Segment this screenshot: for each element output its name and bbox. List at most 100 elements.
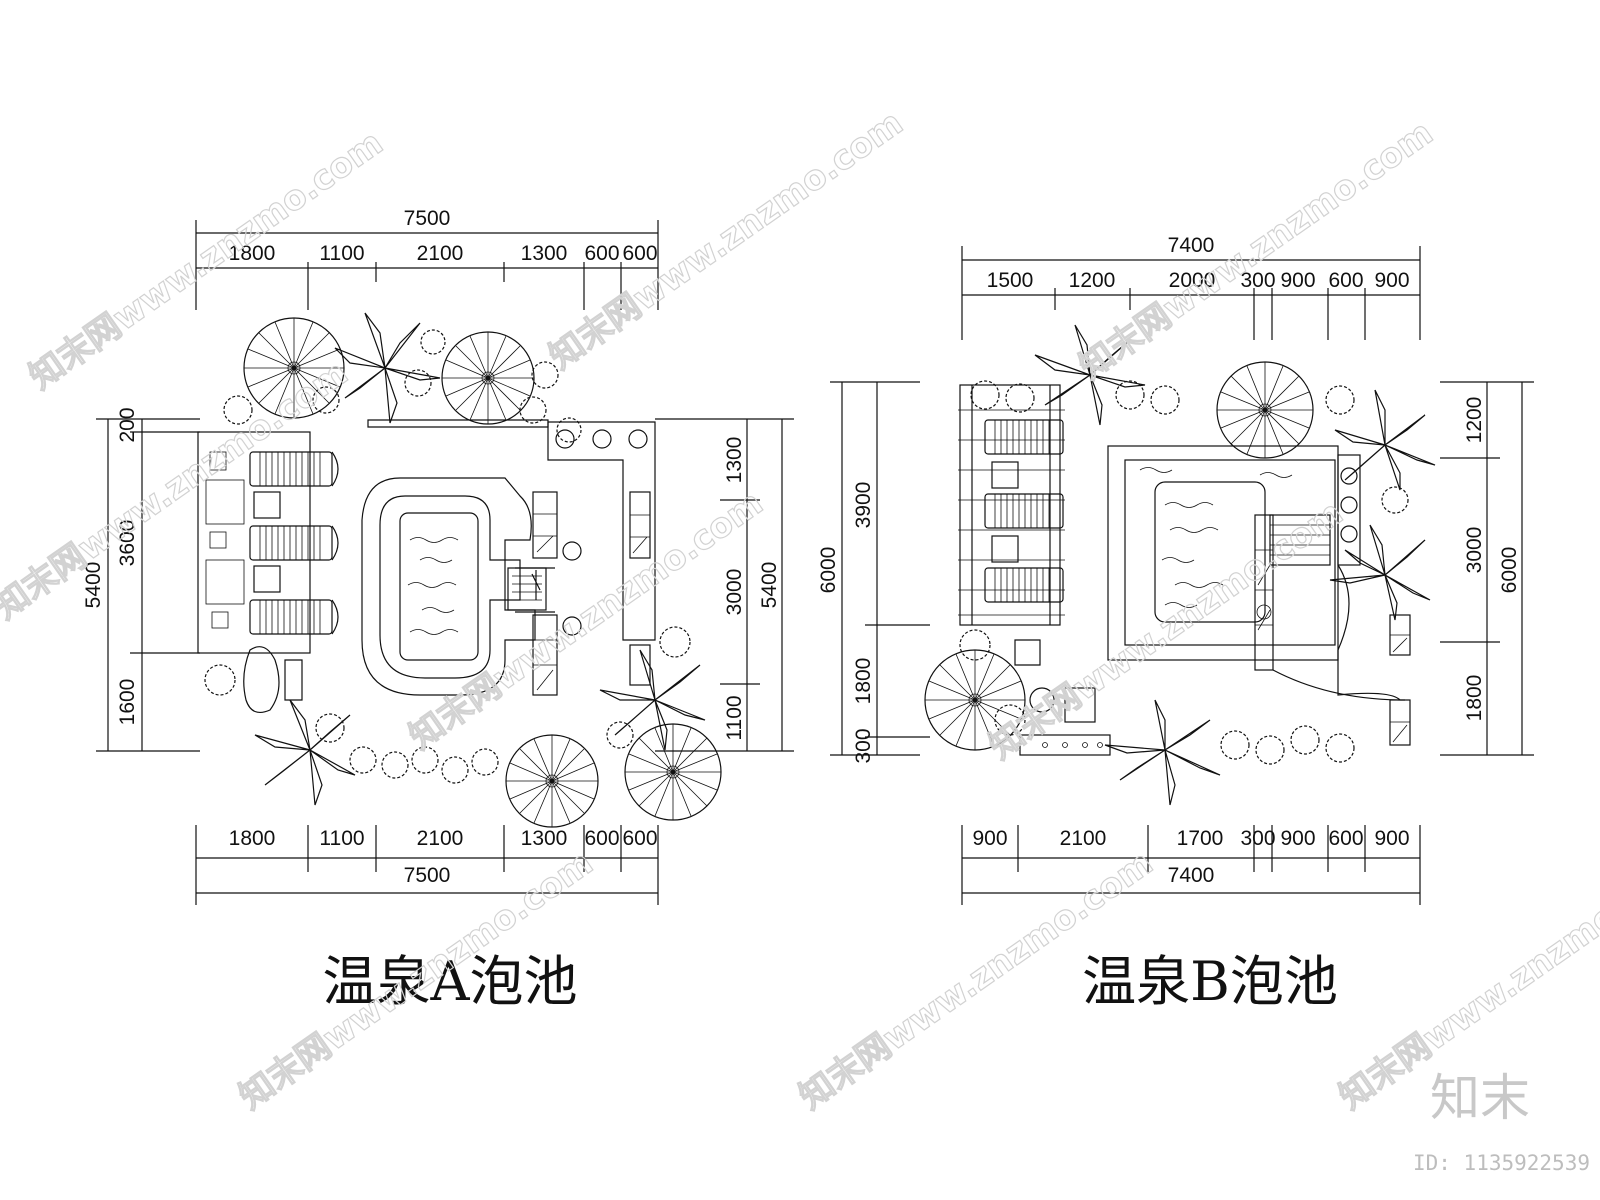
plan-a-bottom-total: 7500	[404, 864, 451, 887]
plan-b-left-total: 6000	[817, 547, 840, 594]
shrub	[349, 746, 377, 774]
plan-a-decks	[284, 419, 656, 701]
shrub	[381, 751, 409, 779]
shrub	[441, 756, 469, 784]
plan-b-left-dimensions: 6000 3900 1800 300	[817, 381, 930, 764]
plan-b-top-seg: 2000	[1169, 269, 1216, 292]
lounger	[984, 419, 1064, 455]
palm	[1034, 324, 1146, 426]
shrub	[556, 417, 582, 443]
plan-a-left-total: 5400	[82, 562, 105, 609]
shrub	[659, 626, 691, 658]
plan-a-top-seg: 2100	[417, 242, 464, 265]
plan-a-top-seg: 600	[584, 242, 619, 265]
watermark-text: 知末网www.znzmo.com	[0, 353, 355, 627]
lounger	[249, 599, 339, 635]
shrub	[1150, 385, 1180, 415]
plan-a-bottom-seg: 1100	[319, 827, 364, 850]
plan-b-right-seg: 1800	[1463, 675, 1486, 722]
palm	[599, 649, 706, 751]
plan-a-boulder	[243, 646, 280, 713]
plan-b-top-seg: 900	[1374, 269, 1409, 292]
plan-a-bottom-seg: 1800	[229, 827, 276, 850]
plan-b: 7400 1500 1200 2000 300 900 600 900 900 …	[817, 234, 1534, 1013]
plan-b-shrubs	[959, 380, 1409, 765]
plan-b-top-total: 7400	[1168, 234, 1215, 257]
tree	[441, 331, 535, 425]
tree	[924, 649, 1026, 751]
tree	[243, 317, 345, 419]
plan-a-top-dimensions: 7500 1800 1100 2100 1300 600 600	[195, 207, 659, 310]
watermark-text: 知末网www.znzmo.com	[982, 493, 1350, 767]
shrub	[1381, 486, 1409, 514]
image-id: ID: 1135922539	[1413, 1151, 1590, 1175]
plan-b-pergola-deck	[958, 384, 1065, 626]
plan-b-top-seg: 600	[1328, 269, 1363, 292]
plan-a-palms	[254, 312, 706, 806]
shrub	[519, 396, 547, 424]
lounger	[984, 567, 1064, 603]
shrub	[471, 748, 499, 776]
plan-a-right-total: 5400	[758, 562, 781, 609]
plan-b-bottom-seg: 2100	[1060, 827, 1107, 850]
plan-a-top-seg: 1800	[229, 242, 276, 265]
plan-b-decks	[1014, 614, 1411, 756]
plan-b-top-seg: 1500	[987, 269, 1034, 292]
lounger	[249, 451, 339, 487]
plan-a-left-seg: 200	[116, 407, 139, 442]
watermark-text: 知末网www.znzmo.com	[402, 483, 770, 757]
plan-b-right-total: 6000	[1498, 547, 1521, 594]
shrub	[1115, 380, 1145, 410]
plan-a-top-seg: 600	[622, 242, 657, 265]
plan-b-top-seg: 900	[1280, 269, 1315, 292]
shrub	[420, 329, 446, 355]
plan-b-left-seg: 1800	[852, 658, 875, 705]
plan-a-pool	[361, 477, 555, 696]
plan-b-right-dimensions: 1200 3000 1800 6000	[1440, 381, 1534, 756]
palm	[1329, 524, 1431, 621]
plan-a-bottom-seg: 2100	[417, 827, 464, 850]
plan-b-top-dimensions: 7400 1500 1200 2000 300 900 600 900	[961, 234, 1421, 340]
shrub	[531, 361, 559, 389]
shrub	[411, 746, 439, 774]
plan-b-right-seg: 3000	[1463, 527, 1486, 574]
shrub	[1005, 383, 1035, 413]
plan-b-top-seg: 300	[1240, 269, 1275, 292]
shrub	[1255, 735, 1285, 765]
shrub	[1290, 725, 1320, 755]
plan-a-top-seg: 1100	[319, 242, 364, 265]
plan-b-pool	[1107, 445, 1406, 701]
plan-a-right-seg: 1300	[723, 437, 746, 484]
plan-a-title: 温泉A泡池	[323, 950, 578, 1013]
plan-a-right-seg: 3000	[723, 569, 746, 616]
plan-b-bottom-seg: 900	[1280, 827, 1315, 850]
plan-a-top-total: 7500	[404, 207, 451, 230]
plan-b-bottom-dimensions: 900 2100 1700 300 900 600 900 7400	[961, 825, 1421, 905]
watermark-text: 知末网www.znzmo.com	[1072, 113, 1440, 387]
tree	[505, 734, 599, 828]
tree	[1216, 361, 1314, 459]
plan-a-bottom-dimensions: 1800 1100 2100 1300 600 600 7500	[195, 825, 659, 905]
shrub	[312, 386, 340, 414]
shrub	[315, 713, 345, 743]
palm	[1104, 699, 1221, 806]
plan-b-bottom-seg: 900	[972, 827, 1007, 850]
plan-b-right-seg: 1200	[1463, 397, 1486, 444]
plan-a-large-trees	[243, 317, 722, 828]
plan-b-bottom-seg: 900	[1374, 827, 1409, 850]
shrub	[959, 629, 991, 661]
plan-a-right-seg: 1100	[723, 695, 746, 740]
plan-a-left-seg: 1600	[116, 679, 139, 726]
watermark-text: 知末网www.znzmo.com	[542, 103, 910, 377]
plan-a-right-dimensions: 1300 3000 1100 5400	[655, 418, 794, 752]
lounger	[984, 493, 1064, 529]
watermark-layer: 知末网www.znzmo.com 知末网www.znzmo.com 知末网www…	[0, 102, 1600, 1118]
shrub	[404, 369, 432, 397]
plan-b-palms	[1034, 324, 1436, 806]
shrub	[1325, 733, 1355, 763]
plan-b-left-seg: 3900	[852, 482, 875, 529]
plan-b-bottom-total: 7400	[1168, 864, 1215, 887]
plan-a-top-seg: 1300	[521, 242, 568, 265]
